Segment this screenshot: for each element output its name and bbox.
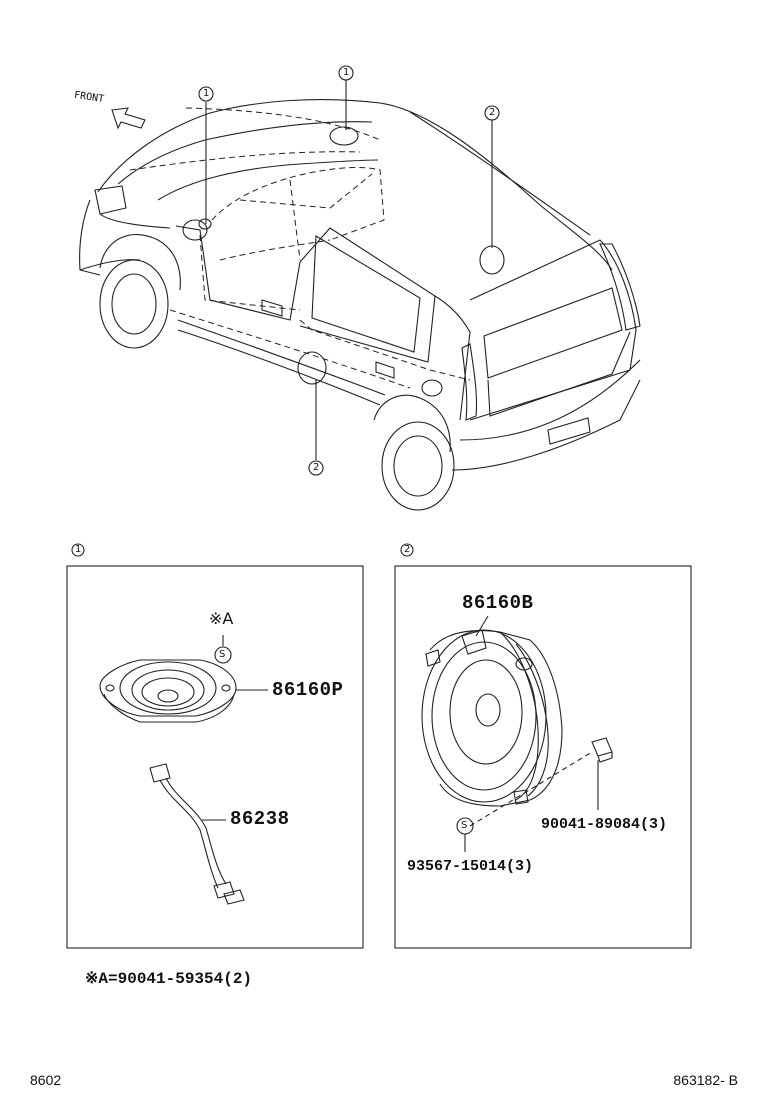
car-illustration (79, 80, 641, 511)
panel-1-index: 1 (75, 544, 82, 555)
footnote: ※A=90041-59354(2) (85, 970, 253, 988)
callout-2a: 2 (489, 107, 496, 118)
callout-1a: 1 (203, 88, 210, 99)
wire-harness (149, 763, 245, 905)
footer-right-code: 863182- B (673, 1072, 738, 1088)
s-mark-1: S (219, 649, 226, 660)
callout-2b: 2 (313, 462, 320, 473)
part-86160p: 86160P (272, 679, 344, 701)
part-86160b: 86160B (462, 592, 534, 614)
s-mark-2: S (461, 820, 468, 831)
part-93567-15014: 93567-15014(3) (407, 858, 534, 875)
clip-nut (591, 737, 613, 810)
part-86238: 86238 (230, 808, 290, 830)
panel-1-frame (66, 565, 364, 949)
panel-2-index: 2 (404, 544, 411, 555)
panel-2-frame (394, 565, 692, 949)
front-arrow-icon (111, 107, 146, 130)
woofer-speaker (421, 615, 563, 807)
note-mark-a: ※A (209, 609, 234, 628)
footer-left-code: 8602 (30, 1072, 62, 1088)
callout-1b: 1 (343, 67, 350, 78)
tweeter-speaker (99, 659, 268, 723)
part-90041-89084: 90041-89084(3) (541, 816, 668, 833)
